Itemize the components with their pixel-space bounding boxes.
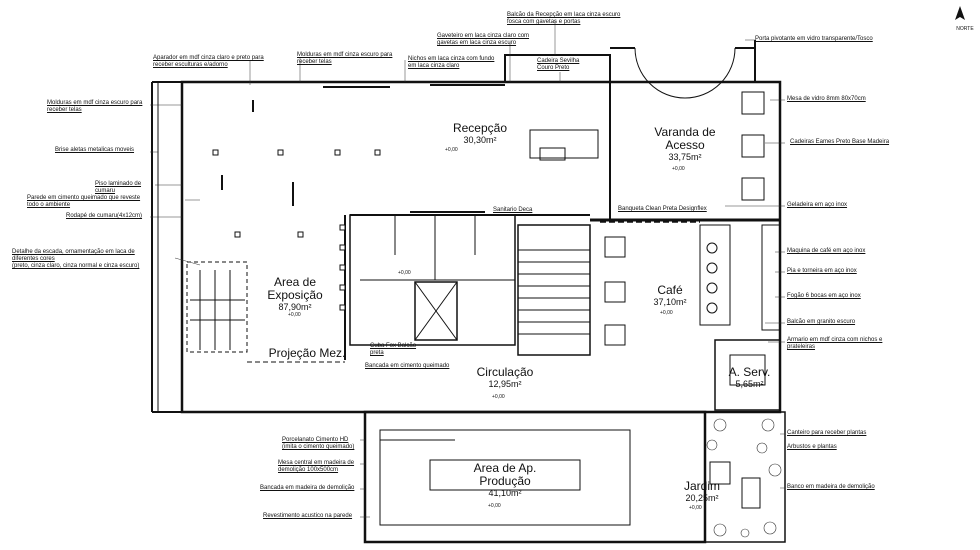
room-recepcao: Recepção 30,30m² [440,121,520,146]
note-sanitario: Sanitario Deca [493,207,533,213]
room-area: 12,95m² [488,379,522,389]
varanda-tables [741,91,765,201]
pivot-door [634,47,686,99]
level-mark: +0,00 [488,503,501,509]
room-jardim: Jardim 20,25m² [672,479,732,504]
room-name: Jardim [683,479,720,493]
frames [221,84,505,213]
room-area: 5,65m² [735,379,764,389]
room-cafe: Café 37,10m² [640,283,700,308]
room-producao: Area de Ap. Produção 41,10m² [450,461,560,499]
room-circulacao: Circulação 12,95m² [465,365,545,390]
note-canteiro: Canteiro para receber plantas [787,430,867,436]
note-molduras-top: Molduras em mdf cinza escuro para recebe… [297,52,393,65]
note-fogao: Fogão 6 bocas em aço inox [787,293,861,299]
note-gaveteiro: Gaveteiro em laca cinza claro com gaveta… [437,33,530,46]
cafe-tables [604,236,626,346]
note-maquina: Maquina de café em aço inox [787,248,866,254]
note-revestimento: Revestimento acustico na parede [263,513,353,519]
note-aparador: Aparador em mdf cinza claro e preto para… [153,55,264,68]
note-molduras-left: Molduras em mdf cinza escuro para recebe… [47,100,143,113]
room-name: Circulação [476,365,534,379]
level-mark: +0,00 [672,166,685,172]
cafe-counter [699,224,731,326]
note-balcao-recepcao: Balcão da Recepção em laca cinza escuro … [507,12,621,25]
expo-stair [186,261,248,353]
note-porcelanato: Porcelanato Cimento HD (imita o cimento … [282,437,355,450]
note-cadeira: Cadeira Sevilha Couro Preto [537,58,580,71]
plants [706,418,782,538]
level-mark: +0,00 [689,505,702,511]
pivot-door [684,47,736,99]
room-exposicao: Area de Exposição 87,90m² [255,275,335,313]
kitchen-counter [761,224,781,331]
note-brise: Brise aletas metalicas moveis [55,147,135,153]
note-mesa-vidro: Mesa de vidro 8mm 80x70cm [787,96,866,102]
note-parede: Parede em cimento queimado que reveste t… [27,195,141,208]
note-balcao-granito: Balcão em granito escuro [787,319,856,325]
note-cadeiras-eames: Cadeiras Eames Preto Base Madeira [790,139,890,145]
level-mark: +0,00 [398,270,411,276]
garden [704,411,786,543]
production-inner [379,429,631,526]
garden-bench [741,477,761,509]
note-nichos: Nichos em laca cinza com fundo em laca c… [408,56,495,69]
note-escada: Detalhe da escada, ornamentação em laca … [12,249,140,269]
room-name: Recepção [452,121,508,135]
north-label: NORTE [956,26,974,32]
room-area: 20,25m² [685,493,719,503]
room-name: Projeção Mez. [268,346,346,360]
room-name: Café [657,283,683,297]
note-banco: Banco em madeira de demolição [787,484,875,490]
reception-counter [529,129,599,159]
room-area: 33,75m² [668,152,702,162]
note-rodape: Rodapé de cumaru(4x12cm) [66,213,143,219]
room-name: Area de Exposição [267,275,323,302]
room-varanda: Varanda de Acesso 33,75m² [640,125,730,163]
room-area: 37,10m² [653,297,687,307]
note-mesa-central: Mesa central em madeira de demolição 100… [278,460,355,473]
note-pia: Pia e torneira em aço inox [787,268,857,274]
room-area: 30,30m² [463,135,497,145]
level-mark: +0,00 [445,147,458,153]
room-name: Area de Ap. Produção [473,461,537,488]
room-area: 41,10m² [488,488,522,498]
note-arbustos: Arbustos e plantas [787,444,837,450]
elevator [414,281,458,341]
note-bancada-cimento: Bancada em cimento queimado [365,363,450,369]
stair [517,224,591,356]
room-mezanino: Projeção Mez. [262,347,352,360]
note-porta-pivotante: Porta pivotante em vidro transparente/To… [755,36,873,42]
stair-treads [518,249,590,335]
note-banqueta: Banqueta Clean Preta Designflex [618,206,707,212]
room-name: A. Serv. [728,365,771,379]
central-table [429,459,581,491]
note-bancada-madeira: Bancada em madeira de demolição [260,485,355,491]
room-aserv: A. Serv. 5,65m² [722,365,777,390]
note-geladeira: Geladeira em aço inox [787,202,848,208]
stools [706,242,718,314]
note-armario: Armario em mdf cinza com nichos e pratel… [787,337,883,350]
room-area: 87,90m² [278,302,312,312]
note-cuba: Cuba Fox Balcão preta [370,343,417,356]
level-mark: +0,00 [492,394,505,400]
north-arrow-icon [955,6,965,20]
room-name: Varanda de Acesso [654,125,716,152]
level-mark: +0,00 [660,310,673,316]
garden-bench [709,461,731,485]
level-mark: +0,00 [288,312,301,318]
reception-bay [504,54,611,83]
leader-lines [150,20,785,518]
pillars [212,149,381,311]
note-piso: Piso laminado de cumaru [95,181,142,194]
service-area [714,339,781,411]
